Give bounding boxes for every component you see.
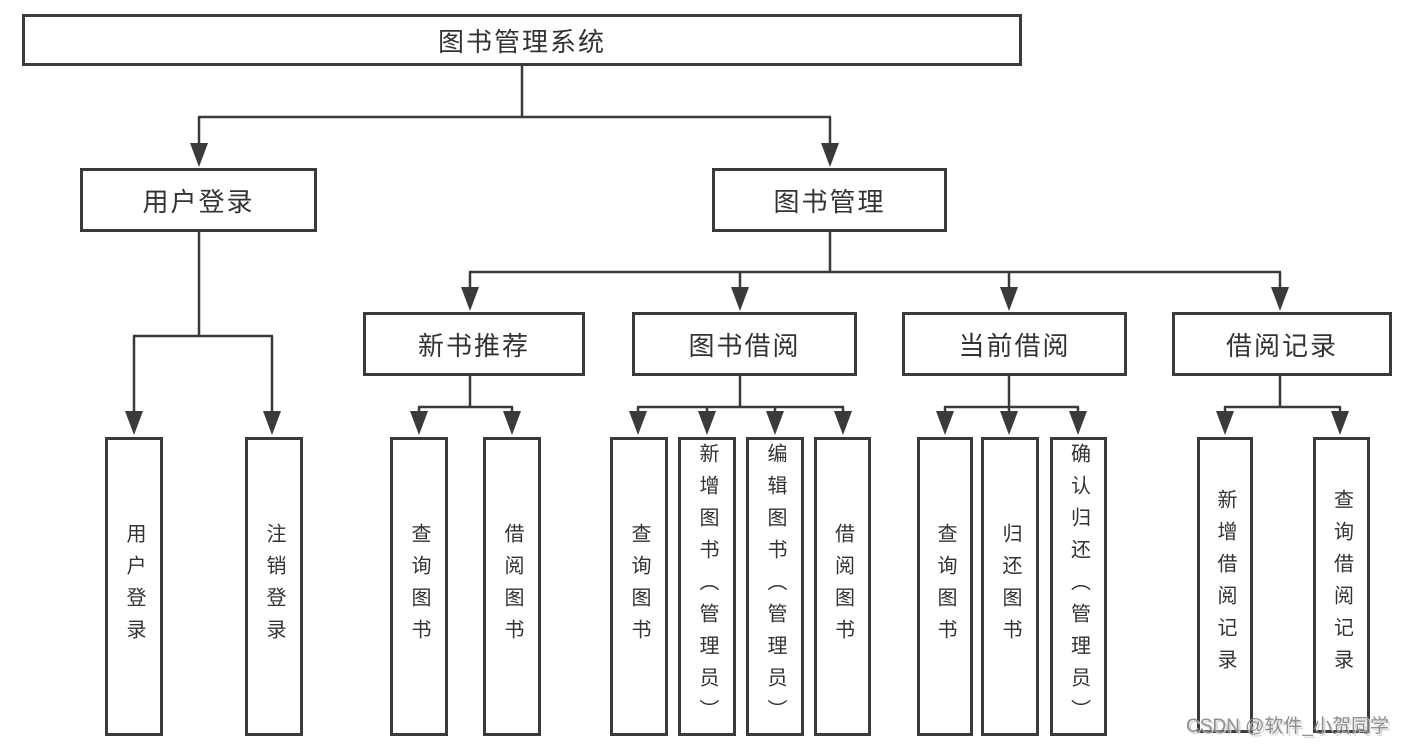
node-borrow-records: 借阅记录 — [1172, 312, 1392, 376]
node-book-management-label: 图书管理 — [773, 186, 886, 217]
node-current-borrow: 当前借阅 — [902, 312, 1127, 376]
leaf-query-borrow-record: 查询借阅记录 — [1313, 437, 1370, 733]
leaf-confirm-return-admin: 确认归还（管理员） — [1050, 437, 1107, 736]
node-current-borrow-label: 当前借阅 — [958, 330, 1071, 361]
leaf-query-books-recommend: 查询图书 — [390, 437, 448, 736]
edge-root-to-branches — [190, 66, 839, 167]
edge-book-borrow-children — [629, 376, 852, 435]
edge-current-borrow-children — [936, 376, 1087, 435]
node-book-borrow: 图书借阅 — [632, 312, 857, 376]
leaf-borrow-books-label: 借阅图书 — [831, 522, 854, 651]
node-book-management: 图书管理 — [712, 168, 947, 232]
csdn-watermark: CSDN @软件_小贺同学 — [1186, 716, 1389, 737]
edge-book-mgmt-children — [461, 232, 1289, 311]
node-root: 图书管理系统 — [22, 14, 1022, 66]
leaf-add-borrow-record: 新增借阅记录 — [1197, 437, 1253, 733]
leaf-add-book-admin-label: 新增图书（管理员） — [696, 442, 718, 731]
leaf-user-login: 用户登录 — [105, 437, 163, 736]
leaf-edit-book-admin: 编辑图书（管理员） — [746, 437, 804, 736]
node-new-book-recommend-label: 新书推荐 — [417, 330, 530, 361]
leaf-borrow-books-recommend-label: 借阅图书 — [501, 522, 523, 651]
leaf-return-book: 归还图书 — [981, 437, 1039, 736]
node-user-login-branch-label: 用户登录 — [142, 186, 255, 217]
leaf-query-books-borrow: 查询图书 — [610, 437, 668, 736]
leaf-query-books-current: 查询图书 — [917, 437, 973, 736]
edge-borrow-records-children — [1216, 376, 1349, 435]
node-book-borrow-label: 图书借阅 — [688, 330, 801, 361]
leaf-borrow-books: 借阅图书 — [814, 437, 871, 736]
node-borrow-records-label: 借阅记录 — [1225, 330, 1338, 361]
edge-user-login-children — [125, 232, 281, 435]
leaf-confirm-return-admin-label: 确认归还（管理员） — [1067, 442, 1090, 731]
leaf-query-borrow-record-label: 查询借阅记录 — [1330, 489, 1353, 681]
leaf-user-login-label: 用户登录 — [123, 522, 145, 651]
leaf-query-books-borrow-label: 查询图书 — [628, 522, 650, 651]
leaf-logout-label: 注销登录 — [263, 522, 285, 651]
node-user-login-branch: 用户登录 — [80, 168, 317, 232]
edge-new-recommend-children — [410, 376, 521, 435]
leaf-logout: 注销登录 — [245, 437, 303, 736]
leaf-query-books-current-label: 查询图书 — [934, 522, 956, 651]
leaf-query-books-recommend-label: 查询图书 — [408, 522, 430, 651]
node-root-label: 图书管理系统 — [437, 26, 606, 57]
leaf-add-borrow-record-label: 新增借阅记录 — [1214, 489, 1236, 681]
leaf-borrow-books-recommend: 借阅图书 — [483, 437, 541, 736]
node-new-book-recommend: 新书推荐 — [363, 312, 585, 376]
leaf-edit-book-admin-label: 编辑图书（管理员） — [764, 442, 786, 731]
leaf-return-book-label: 归还图书 — [999, 522, 1021, 651]
leaf-add-book-admin: 新增图书（管理员） — [678, 437, 736, 736]
